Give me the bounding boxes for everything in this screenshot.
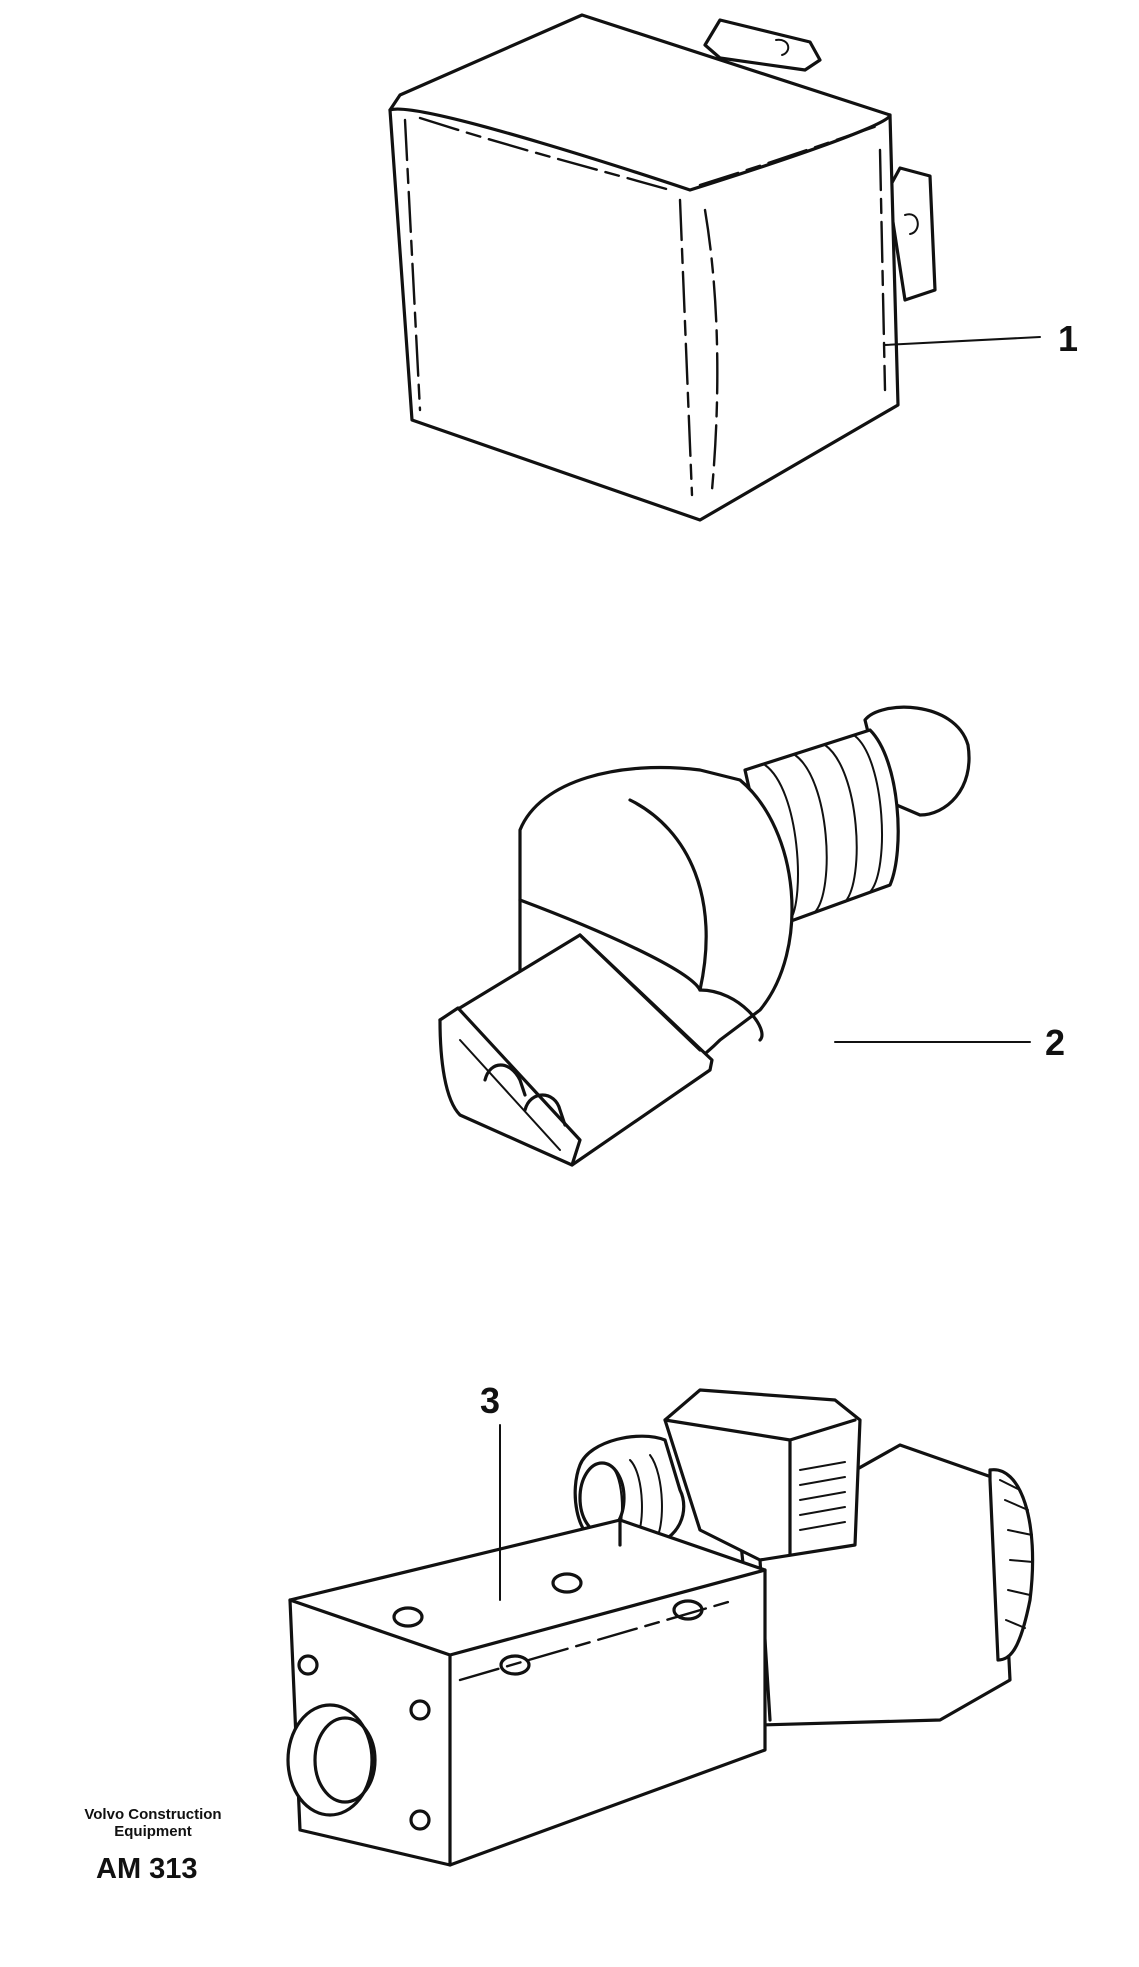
callout-part-2: 2 bbox=[1045, 1022, 1066, 1063]
relay-part-1 bbox=[388, 13, 1041, 522]
valve-part-3 bbox=[286, 1388, 1035, 1867]
publisher-credit: Volvo Construction Equipment AM 313 bbox=[58, 1806, 248, 1886]
sensor-part-2 bbox=[438, 705, 1031, 1167]
callout-part-3: 3 bbox=[480, 1380, 501, 1421]
illustration-code: AM 313 bbox=[96, 1853, 198, 1885]
publisher-name-line2: Equipment bbox=[114, 1823, 192, 1840]
callout-part-1: 1 bbox=[1058, 318, 1079, 359]
publisher-name-line1: Volvo Construction bbox=[84, 1806, 222, 1823]
